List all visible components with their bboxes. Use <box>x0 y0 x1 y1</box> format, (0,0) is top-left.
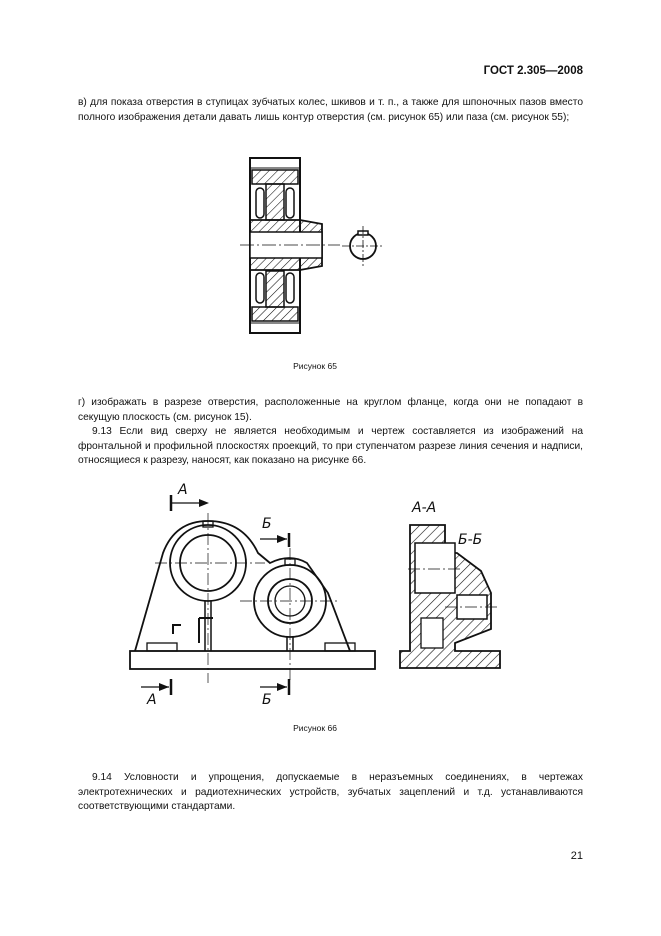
page-number: 21 <box>570 850 583 862</box>
label-g: Г <box>0 0 1 1</box>
label-section-bb: Б-Б <box>458 532 483 548</box>
paragraph-9-14: 9.14 Условности и упрощения, допускаемые… <box>78 772 583 812</box>
figure-65 <box>240 157 384 334</box>
figure-66-caption: Рисунок 66 <box>293 723 337 733</box>
figure-65-caption: Рисунок 65 <box>293 361 337 371</box>
figure-66 <box>129 495 501 695</box>
standard-header: ГОСТ 2.305—2008 <box>483 65 583 77</box>
label-a-top: А <box>178 482 188 498</box>
paragraph-v: в) для показа отверстия в ступицах зубча… <box>78 97 583 123</box>
paragraph-g: г) изображать в разрезе отверстия, распо… <box>78 397 583 423</box>
label-b-bottom: Б <box>262 692 272 708</box>
label-a-bottom: А <box>147 692 157 708</box>
label-section-aa: А-А <box>412 500 437 516</box>
paragraph-9-13: 9.13 Если вид сверху не является необход… <box>78 426 583 466</box>
label-b-top: Б <box>262 516 272 532</box>
